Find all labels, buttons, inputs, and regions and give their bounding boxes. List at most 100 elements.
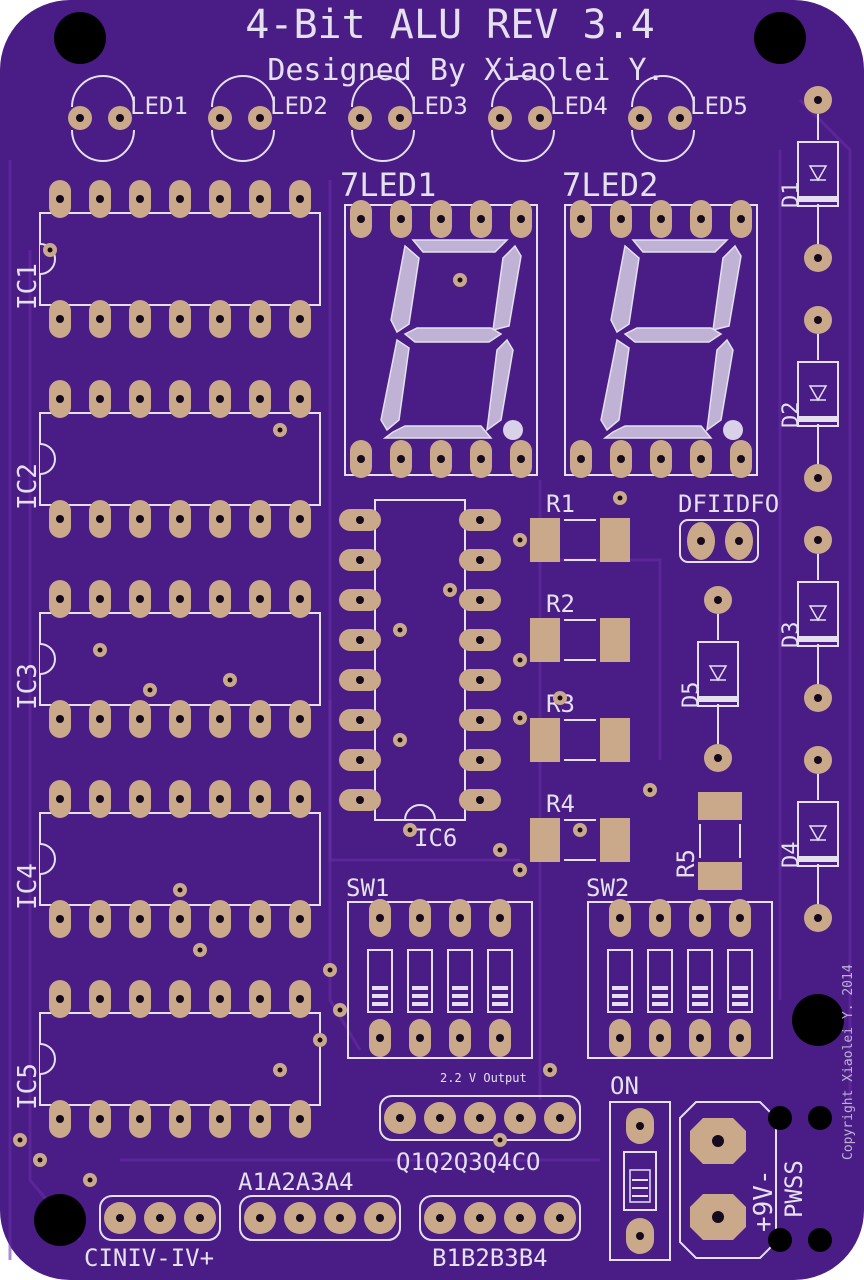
drill [296, 395, 304, 403]
switch-knob-line [692, 994, 708, 998]
drill [476, 796, 484, 804]
ic-notch [39, 843, 56, 875]
via-drill [407, 827, 413, 833]
drill [436, 1214, 444, 1222]
switch-knob-line [732, 1002, 748, 1006]
mounting-hole-right [792, 994, 844, 1046]
led-1: LED1 [68, 75, 188, 162]
diode-cathode-band [698, 696, 738, 702]
via-drill [577, 827, 583, 833]
drill [656, 914, 664, 922]
drill [416, 1034, 424, 1042]
diode-d5: D5 [679, 586, 739, 772]
via-drill [277, 1067, 283, 1073]
diode-symbol [808, 385, 828, 402]
power-switch-label: ON [610, 1072, 639, 1100]
drill [714, 754, 722, 762]
b-header [419, 1195, 581, 1241]
resistor-r4-label: R4 [546, 790, 575, 818]
drill [814, 254, 822, 262]
switch-2-label: SW2 [586, 874, 629, 902]
drill [136, 395, 144, 403]
switch-knob-line [492, 994, 508, 998]
drill [356, 596, 364, 604]
diode-body [797, 581, 839, 647]
drill [496, 914, 504, 922]
drill [814, 316, 822, 324]
drill [697, 455, 705, 463]
drill [176, 315, 184, 323]
switch-knob-line [452, 986, 468, 990]
drill [256, 195, 264, 203]
a-header-label: A1A2A3A4 [238, 1168, 354, 1196]
drill [116, 1214, 124, 1222]
led-row: LED1 LED2 LED3 LED4 LED5 [68, 75, 748, 162]
drill [476, 636, 484, 644]
switch-knob-line [732, 986, 748, 990]
header-body [379, 1095, 581, 1141]
diode-d3: D3 [779, 526, 839, 712]
drill [176, 915, 184, 923]
segment-b [712, 244, 742, 331]
decimal-point [723, 420, 743, 440]
drill [356, 716, 364, 724]
board-title: 4-Bit ALU REV 3.4 [245, 2, 654, 48]
drill [96, 995, 104, 1003]
led-2-label: LED2 [270, 92, 328, 120]
drill [476, 556, 484, 564]
ic-6: IC6 [339, 499, 501, 852]
via-drill [397, 627, 403, 633]
drill [736, 914, 744, 922]
drill [616, 1034, 624, 1042]
drill [517, 215, 525, 223]
drill [96, 195, 104, 203]
drill [96, 715, 104, 723]
drill [737, 455, 745, 463]
segment-a [411, 239, 509, 253]
drill [56, 595, 64, 603]
power-switch: ON [609, 1072, 671, 1261]
led-4: LED4 [488, 75, 608, 162]
cin-header-label: CINIV-IV+ [84, 1244, 214, 1272]
drill [476, 596, 484, 604]
mounting-hole-top-left [54, 12, 106, 64]
drill [617, 215, 625, 223]
drill [176, 395, 184, 403]
led-2: LED2 [208, 75, 328, 162]
diode-cathode-band [798, 856, 838, 862]
drill [96, 795, 104, 803]
resistor-r1: R1 [530, 490, 630, 562]
drill [96, 515, 104, 523]
drill [216, 195, 224, 203]
switch-knob-line [612, 994, 628, 998]
drill [476, 516, 484, 524]
ic-notch [39, 443, 56, 475]
drill [376, 914, 384, 922]
drill [477, 455, 485, 463]
drill [714, 596, 722, 604]
drill [216, 995, 224, 1003]
diode-body [797, 801, 839, 867]
drill [136, 795, 144, 803]
switch-knob-line [692, 1002, 708, 1006]
diode-d2: D2 [779, 306, 839, 492]
diode-cathode-band [798, 196, 838, 202]
switch-knob-line [692, 986, 708, 990]
resistor-r3: R3 [530, 690, 630, 762]
drill [477, 215, 485, 223]
drill [476, 676, 484, 684]
drill [517, 455, 525, 463]
drill [296, 795, 304, 803]
resistor-r2-label: R2 [546, 590, 575, 618]
drill [176, 795, 184, 803]
drill [56, 315, 64, 323]
led-1-label: LED1 [130, 92, 188, 120]
drill [437, 215, 445, 223]
drill [577, 215, 585, 223]
seven-seg-1-package [344, 200, 538, 478]
drill [736, 1034, 744, 1042]
battery-name-label: PWSS [780, 1160, 808, 1218]
mounting-hole-top-right [754, 12, 806, 64]
switch-2-package [587, 899, 773, 1059]
